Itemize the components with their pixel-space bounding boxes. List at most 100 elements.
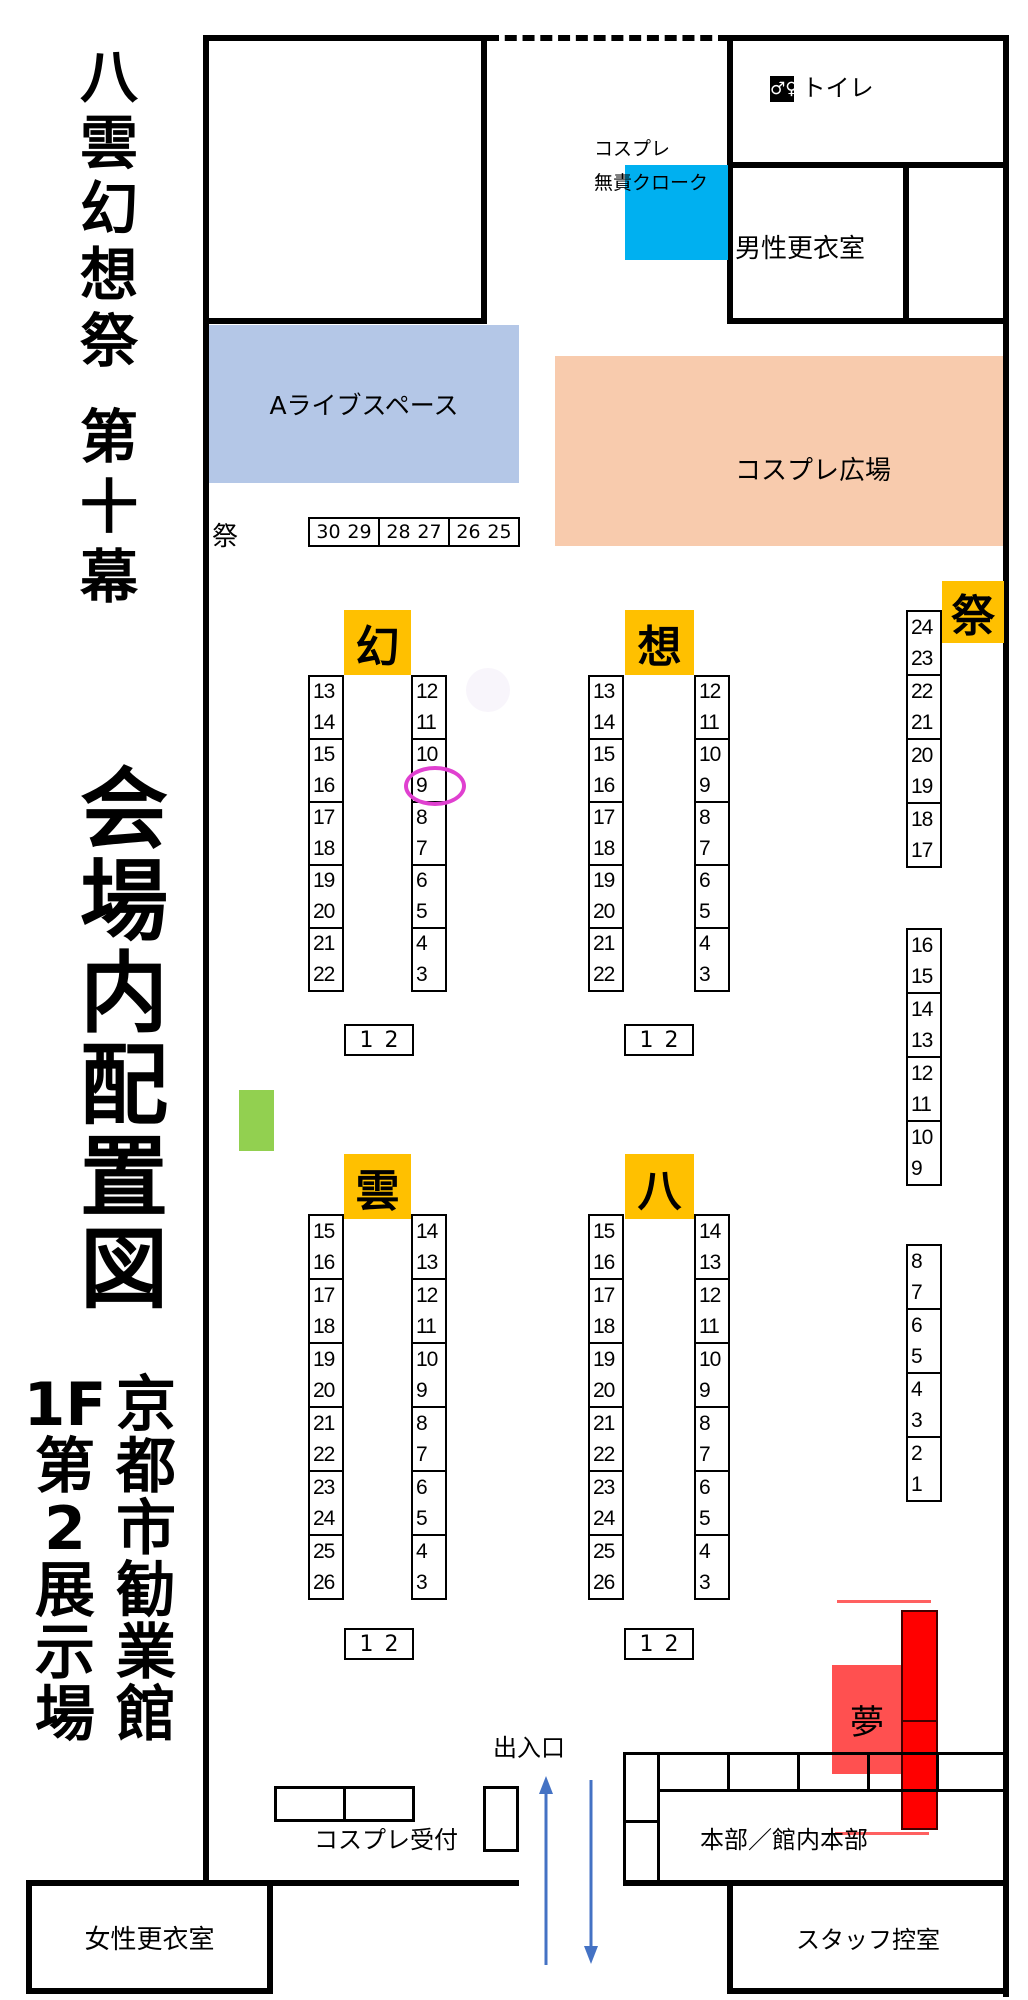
booth-number[interactable]: 6 [416, 1475, 428, 1499]
booth-number[interactable]: 21 [313, 932, 335, 956]
booth-number[interactable]: 8 [699, 1411, 711, 1435]
booth-number[interactable]: 14 [416, 1219, 438, 1243]
booth-number[interactable]: 3 [911, 1408, 923, 1432]
booth-number[interactable]: 15 [313, 1219, 335, 1243]
booth-number[interactable]: 8 [416, 1411, 428, 1435]
booth-number[interactable]: 6 [416, 869, 428, 893]
booth-number[interactable]: 22 [911, 679, 933, 703]
booth-number[interactable]: 18 [313, 1314, 335, 1338]
booth-number[interactable]: 24 [313, 1506, 335, 1530]
booth-number[interactable]: 23 [593, 1475, 615, 1499]
booth-number[interactable]: 15 [911, 964, 933, 988]
booth-number[interactable]: 5 [416, 899, 428, 923]
booth-number[interactable]: 18 [313, 836, 335, 860]
booth-number[interactable]: 5 [699, 899, 711, 923]
booth-number[interactable]: 20 [313, 1378, 335, 1402]
booth-number[interactable]: 3 [699, 962, 711, 986]
booth-number[interactable]: 3 [699, 1570, 711, 1594]
booth-number[interactable]: 13 [593, 680, 615, 704]
booth-number[interactable]: 22 [593, 1442, 615, 1466]
booth-number[interactable]: 16 [911, 933, 933, 957]
booth-number[interactable]: 17 [313, 1283, 335, 1307]
booth-number[interactable]: 24 [911, 615, 933, 639]
booth-number[interactable]: 22 [313, 1442, 335, 1466]
booth-number[interactable]: 4 [699, 1539, 711, 1563]
booth-number[interactable]: 10 [416, 743, 438, 767]
booth-number[interactable]: 18 [593, 836, 615, 860]
booth-number[interactable]: 15 [313, 743, 335, 767]
booth-number[interactable]: 11 [699, 710, 720, 734]
booth-number[interactable]: 8 [416, 806, 428, 830]
booth-number[interactable]: 9 [416, 1378, 428, 1402]
booth-number[interactable]: 11 [416, 710, 437, 734]
booth-number[interactable]: 14 [313, 710, 335, 734]
booth-number[interactable]: 4 [416, 932, 428, 956]
booth-number[interactable]: 5 [911, 1344, 923, 1368]
booth-number[interactable]: 19 [911, 774, 933, 798]
booth-number[interactable]: 12 [699, 1283, 721, 1307]
booth-number[interactable]: 9 [699, 1378, 711, 1402]
booth-number[interactable]: 10 [416, 1347, 438, 1371]
booth-number[interactable]: 24 [593, 1506, 615, 1530]
booth-number[interactable]: 10 [699, 1347, 721, 1371]
booth-number[interactable]: 16 [593, 1250, 615, 1274]
booth-number[interactable]: 25 [313, 1539, 335, 1563]
booth-number[interactable]: 17 [313, 806, 335, 830]
booth-number[interactable]: 13 [911, 1028, 933, 1052]
booth-number[interactable]: 6 [699, 869, 711, 893]
booth-number[interactable]: 18 [593, 1314, 615, 1338]
booth-number[interactable]: 14 [593, 710, 615, 734]
booth-number[interactable]: 1 [911, 1472, 923, 1496]
booth-number[interactable]: 20 [313, 899, 335, 923]
booth-number[interactable]: 4 [699, 932, 711, 956]
booth-number[interactable]: 16 [313, 1250, 335, 1274]
booth-number[interactable]: 17 [593, 1283, 615, 1307]
booth-number[interactable]: 7 [911, 1280, 923, 1304]
booth-number[interactable]: 14 [911, 997, 933, 1021]
booth-number[interactable]: 12 [911, 1061, 933, 1085]
booth-number[interactable]: 16 [313, 773, 335, 797]
booth-number[interactable]: 11 [416, 1314, 437, 1338]
booth-number[interactable]: 10 [911, 1125, 933, 1149]
booth-number[interactable]: 16 [593, 773, 615, 797]
booth-number[interactable]: 4 [911, 1377, 923, 1401]
booth-number[interactable]: 23 [313, 1475, 335, 1499]
booth-number[interactable]: 26 [313, 1570, 335, 1594]
